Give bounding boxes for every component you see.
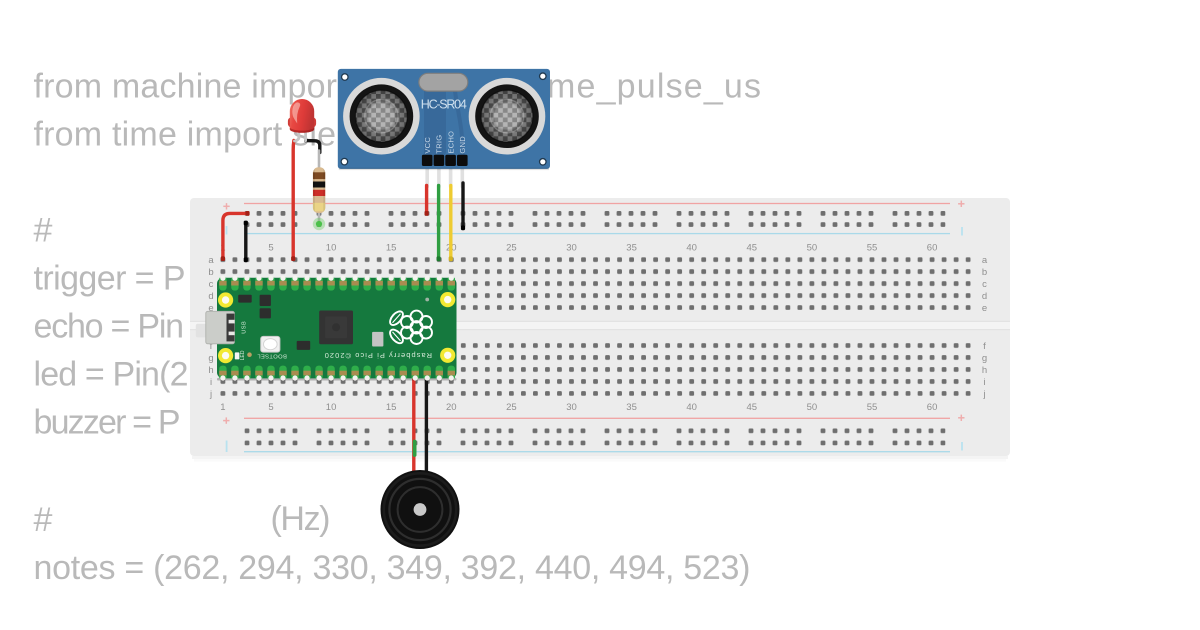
svg-text:LED: LED (240, 350, 246, 360)
svg-text:i: i (983, 377, 985, 388)
svg-text:30: 30 (566, 243, 577, 254)
svg-text:g: g (208, 353, 213, 364)
svg-text:g: g (982, 353, 987, 364)
svg-text:VCC: VCC (423, 137, 432, 154)
svg-text:1: 1 (220, 402, 225, 413)
svg-text:#: # (34, 501, 53, 539)
svg-text:15: 15 (386, 243, 397, 254)
svg-text:(Hz): (Hz) (271, 500, 331, 538)
svg-text:40: 40 (686, 243, 697, 254)
svg-text:buzzer = P: buzzer = P (34, 403, 181, 441)
svg-text:e: e (208, 303, 213, 314)
svg-text:a: a (208, 255, 214, 266)
svg-text:j: j (982, 389, 985, 400)
svg-text:h: h (982, 365, 987, 376)
svg-text:45: 45 (746, 402, 757, 413)
svg-text:15: 15 (386, 402, 397, 413)
svg-text:d: d (982, 291, 987, 302)
svg-text:echo = Pin: echo = Pin (34, 308, 185, 346)
svg-text:j: j (209, 389, 212, 400)
svg-text:45: 45 (746, 243, 757, 254)
svg-text:#: # (34, 212, 53, 250)
svg-text:from machine impor: from machine impor (34, 68, 338, 106)
svg-text:f: f (210, 341, 213, 352)
svg-text:i: i (210, 377, 212, 388)
svg-text:60: 60 (927, 243, 938, 254)
svg-text:50: 50 (807, 402, 818, 413)
svg-text:GND: GND (458, 136, 467, 154)
svg-text:5: 5 (268, 243, 273, 254)
svg-text:55: 55 (867, 402, 878, 413)
svg-text:me_pulse_us: me_pulse_us (547, 68, 761, 106)
svg-text:d: d (208, 291, 213, 302)
svg-text:20: 20 (446, 402, 457, 413)
svg-text:notes = (262, 294, 330, 349, 3: notes = (262, 294, 330, 349, 392, 440, 4… (34, 549, 751, 587)
svg-text:f: f (983, 341, 986, 352)
svg-text:5: 5 (268, 402, 273, 413)
svg-text:c: c (982, 279, 987, 290)
svg-text:Raspberry Pi Pico ©2020: Raspberry Pi Pico ©2020 (324, 351, 432, 360)
svg-text:25: 25 (506, 402, 517, 413)
svg-text:40: 40 (686, 402, 697, 413)
svg-text:25: 25 (506, 243, 517, 254)
svg-text:trigger = P: trigger = P (34, 259, 186, 297)
svg-text:55: 55 (867, 243, 878, 254)
svg-text:10: 10 (326, 402, 337, 413)
svg-text:c: c (209, 279, 214, 290)
svg-text:35: 35 (626, 243, 637, 254)
svg-text:b: b (208, 267, 213, 278)
svg-text:BOOTSEL: BOOTSEL (257, 352, 287, 358)
svg-text:h: h (208, 365, 213, 376)
svg-text:35: 35 (626, 402, 637, 413)
svg-text:a: a (982, 255, 988, 266)
svg-text:USB: USB (241, 321, 247, 334)
svg-text:from time import sle: from time import sle (34, 116, 337, 154)
svg-text:TRIG: TRIG (435, 135, 444, 154)
svg-text:led = Pin(2: led = Pin(2 (34, 355, 189, 393)
svg-text:30: 30 (566, 402, 577, 413)
svg-text:HC-SR04: HC-SR04 (421, 98, 467, 112)
svg-text:ECHO: ECHO (446, 131, 455, 154)
svg-text:b: b (982, 267, 987, 278)
svg-text:60: 60 (927, 402, 938, 413)
svg-text:e: e (982, 303, 987, 314)
svg-text:10: 10 (326, 243, 337, 254)
svg-text:50: 50 (807, 243, 818, 254)
